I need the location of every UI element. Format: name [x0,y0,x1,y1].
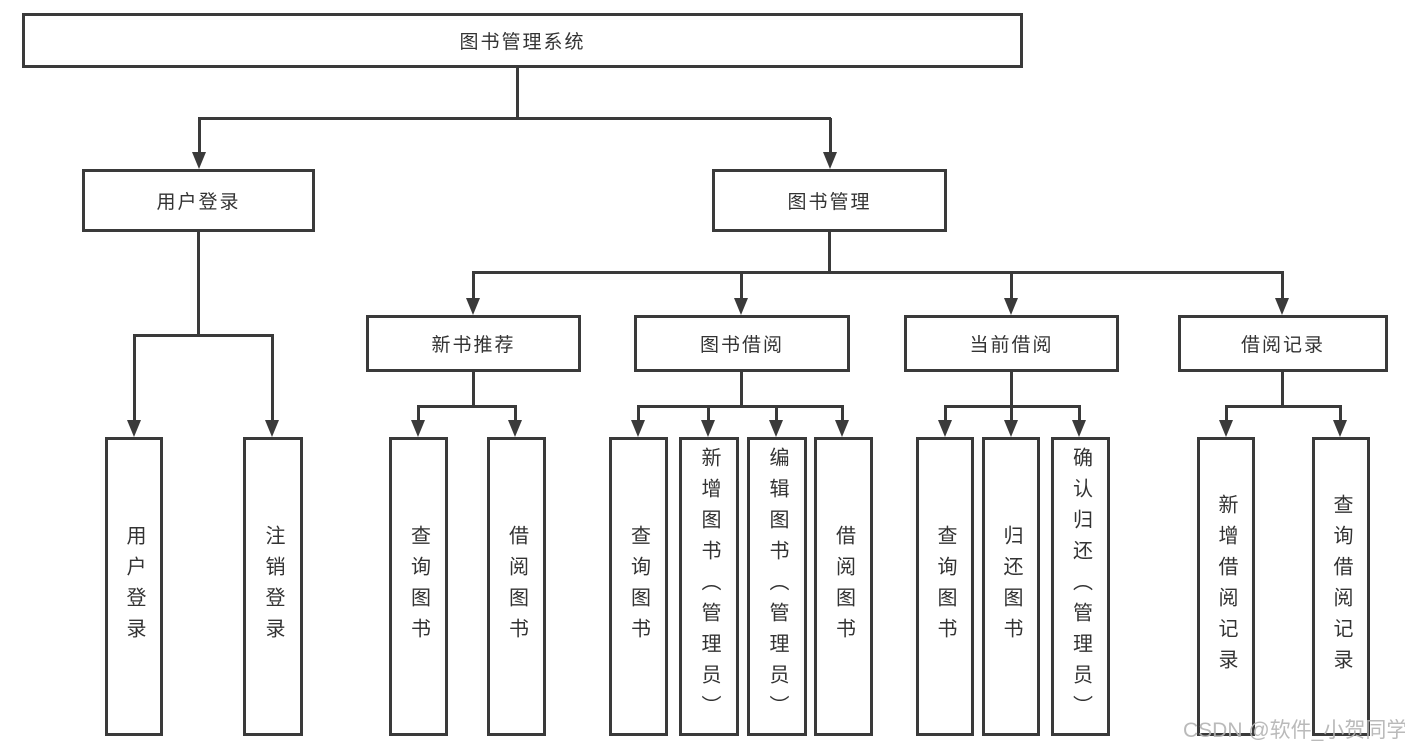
leaf-add-books-admin: 新增图书（管理员） [679,437,739,736]
arrowhead-down-icon [1333,420,1347,437]
leaf-label: 注销登录 [262,524,284,649]
connector-group-stem [472,372,475,407]
leaf-borrow-books: 借阅图书 [814,437,873,736]
leaf-label: 归还图书 [1000,524,1022,649]
connector-group-rail [417,405,517,408]
connector-drop [1010,272,1013,300]
leaf-query-books-current: 查询图书 [916,437,974,736]
connector-group-stem [740,372,743,407]
arrowhead-down-icon [1004,298,1018,315]
leaf-label: 新增图书（管理员） [698,447,720,726]
node-borrowing-records: 借阅记录 [1178,315,1388,372]
arrowhead-down-icon [411,420,425,437]
connector-drop [1010,406,1013,421]
leaf-logout: 注销登录 [243,437,303,736]
arrowhead-down-icon [938,420,952,437]
connector-drop [133,335,136,421]
connector-drop [1281,272,1284,300]
arrowhead-down-icon [265,420,279,437]
leaf-label: 借阅图书 [832,524,855,649]
connector-drop [775,406,778,421]
connector-drop [417,406,420,421]
leaf-user-login: 用户登录 [105,437,163,736]
arrowhead-down-icon [1275,298,1289,315]
leaf-return-books: 归还图书 [982,437,1040,736]
connector-drop [514,406,517,421]
leaf-edit-books-admin: 编辑图书（管理员） [747,437,807,736]
connector-group-stem [1281,372,1284,407]
leaf-query-borrow-record: 查询借阅记录 [1312,437,1370,736]
node-label: 图书管理 [787,192,872,213]
watermark: CSDN @软件_小贺同学 [1183,719,1405,742]
connector-drop [271,335,274,421]
arrowhead-down-icon [466,298,480,315]
leaf-query-books-recommend: 查询图书 [389,437,448,736]
leaf-borrow-books-recommend: 借阅图书 [487,437,546,736]
connector-drop [637,406,640,421]
node-book-borrowing: 图书借阅 [634,315,850,372]
connector-drop [944,406,947,421]
leaf-confirm-return-admin: 确认归还（管理员） [1051,437,1110,736]
connector-group-rail [637,405,844,408]
connector-book-stem [828,232,831,273]
arrowhead-down-icon [823,152,837,169]
node-book-management: 图书管理 [712,169,947,232]
arrowhead-down-icon [127,420,141,437]
connector-group-stem [1010,372,1013,407]
connector-book-rail [472,271,1284,274]
connector-drop [1339,406,1342,421]
arrowhead-down-icon [1072,420,1086,437]
node-label: 图书管理系统 [459,32,586,53]
connector-user-stem [197,232,200,336]
arrowhead-down-icon [835,420,849,437]
arrowhead-down-icon [701,420,715,437]
connector-drop [841,406,844,421]
connector-drop [1078,406,1081,421]
node-user-login-branch: 用户登录 [82,169,315,232]
node-label: 图书借阅 [699,335,784,356]
node-new-book-recommendation: 新书推荐 [366,315,581,372]
arrowhead-down-icon [192,152,206,169]
leaf-query-books-borrowing: 查询图书 [609,437,668,736]
connector-drop [198,118,201,154]
arrowhead-down-icon [1219,420,1233,437]
arrowhead-down-icon [769,420,783,437]
arrowhead-down-icon [734,298,748,315]
node-current-borrowing: 当前借阅 [904,315,1119,372]
node-label: 借阅记录 [1240,335,1325,356]
leaf-label: 编辑图书（管理员） [766,447,788,726]
leaf-label: 新增借阅记录 [1215,493,1237,680]
leaf-label: 查询图书 [407,524,430,649]
connector-drop [829,118,832,154]
node-label: 用户登录 [156,192,241,213]
connector-root-stem [516,68,519,118]
leaf-label: 确认归还（管理员） [1069,447,1092,726]
leaf-label: 查询图书 [627,524,650,649]
node-label: 新书推荐 [431,335,516,356]
connector-user-rail [133,334,274,337]
connector-drop [472,272,475,300]
connector-group-rail [1225,405,1342,408]
leaf-label: 查询借阅记录 [1330,493,1352,680]
arrowhead-down-icon [1004,420,1018,437]
leaf-label: 借阅图书 [505,524,528,649]
arrowhead-down-icon [631,420,645,437]
leaf-label: 用户登录 [123,524,145,649]
connector-drop [740,272,743,300]
connector-root-rail [198,117,831,120]
leaf-add-borrow-record: 新增借阅记录 [1197,437,1255,736]
node-library-management-system: 图书管理系统 [22,13,1023,68]
connector-drop [1225,406,1228,421]
connector-drop [707,406,710,421]
arrowhead-down-icon [508,420,522,437]
leaf-label: 查询图书 [934,524,956,649]
node-label: 当前借阅 [969,335,1054,356]
